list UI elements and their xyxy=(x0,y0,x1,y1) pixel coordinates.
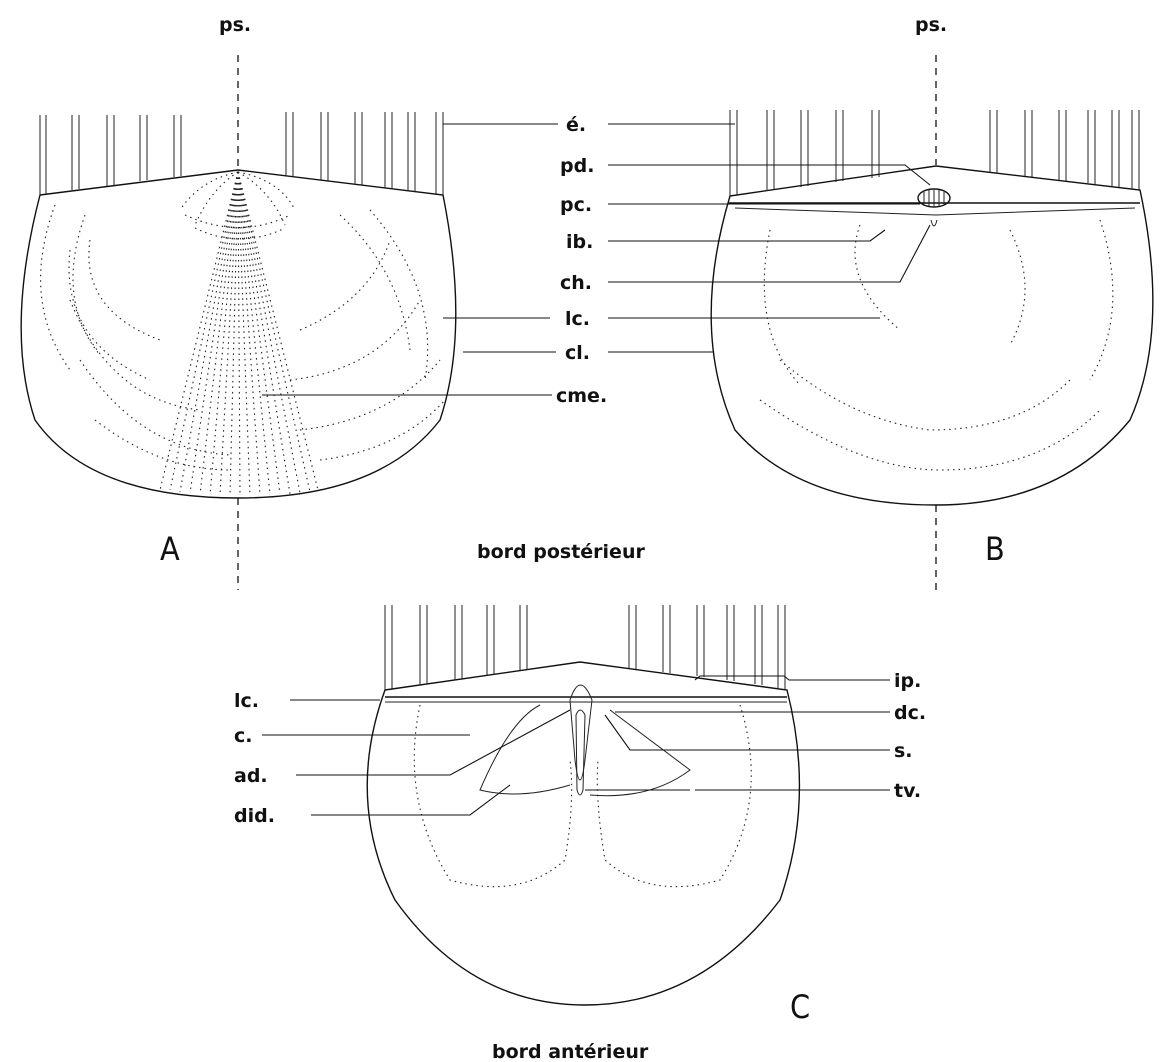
panel-a-shell xyxy=(21,170,456,498)
label-ip: ip. xyxy=(894,670,921,692)
label-lc-c: lc. xyxy=(234,690,259,712)
label-ad: ad. xyxy=(234,765,268,787)
panel-a-drawing xyxy=(21,55,456,590)
label-lc-ab: lc. xyxy=(565,308,590,330)
panel-b-growth-lines xyxy=(760,220,1113,470)
label-pc: pc. xyxy=(560,194,592,216)
label-c: c. xyxy=(234,725,252,747)
label-dc: dc. xyxy=(894,702,926,724)
label-ps-a: ps. xyxy=(219,14,251,36)
panel-letter-a: A xyxy=(160,530,180,568)
panel-c-shell xyxy=(367,662,799,1005)
panel-c-internal-outline xyxy=(414,705,751,887)
panel-b-hinge-lower xyxy=(735,208,1135,215)
label-cl: cl. xyxy=(565,342,590,364)
leader-lines xyxy=(262,124,930,815)
label-ib: ib. xyxy=(566,231,593,253)
label-did: did. xyxy=(234,805,275,827)
caption-posterior-edge: bord postérieur xyxy=(477,541,645,563)
label-ch: ch. xyxy=(560,272,592,294)
caption-anterior-edge: bord antérieur xyxy=(492,1041,649,1062)
panel-letter-c: C xyxy=(790,988,810,1026)
label-pd: pd. xyxy=(560,155,594,177)
panel-b-shell xyxy=(711,166,1153,505)
label-e: é. xyxy=(566,114,586,136)
label-s: s. xyxy=(894,740,913,762)
label-tv: tv. xyxy=(894,780,921,802)
label-cme: cme. xyxy=(556,385,607,407)
panel-c-muscle-left xyxy=(480,705,570,794)
panel-c-tube xyxy=(576,710,585,795)
panel-letter-b: B xyxy=(985,530,1005,568)
panel-c-drawing xyxy=(367,605,799,1005)
panel-c-septum xyxy=(570,685,592,780)
panel-a-lamellae xyxy=(40,112,443,195)
panel-a-radial-striae xyxy=(160,172,318,496)
panel-b-chondrophore xyxy=(931,220,937,226)
panel-b-drawing xyxy=(711,55,1153,590)
panel-c-muscle-right xyxy=(590,710,690,796)
label-ps-b: ps. xyxy=(915,14,947,36)
panel-c-lamellae xyxy=(385,605,785,690)
